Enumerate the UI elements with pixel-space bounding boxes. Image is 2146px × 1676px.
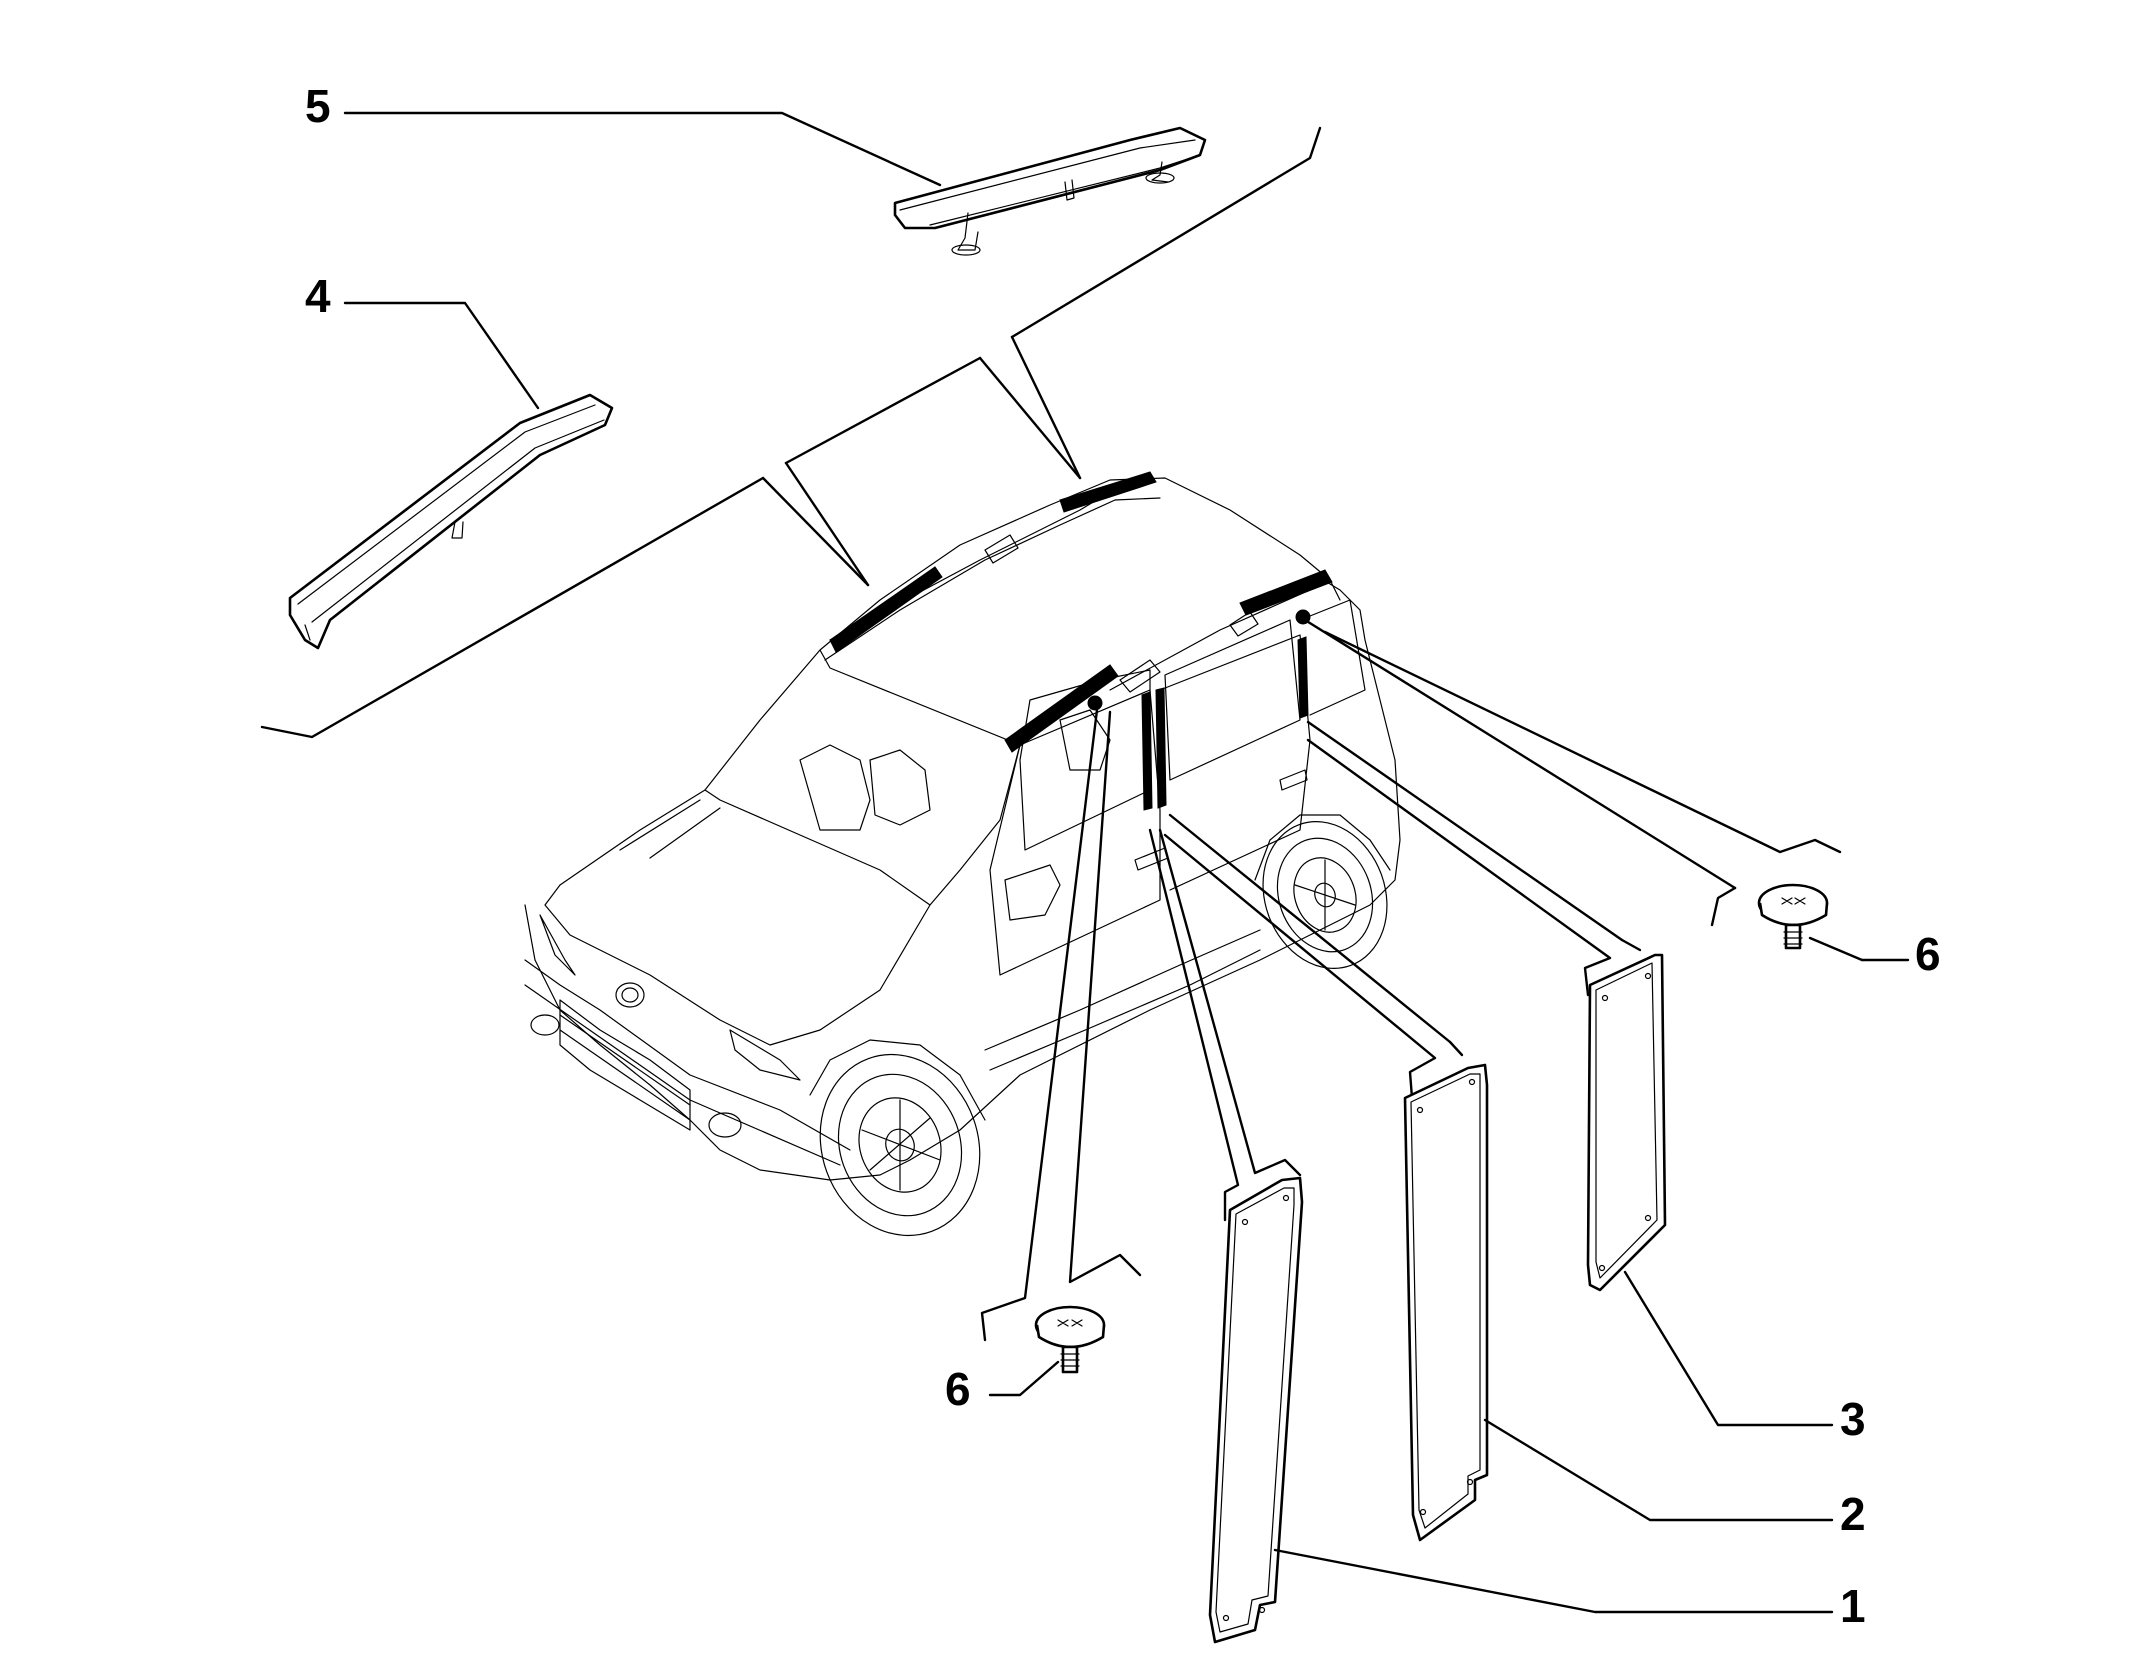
- callout-3: 3: [1840, 1393, 1866, 1445]
- callout-6-left: 6: [945, 1363, 971, 1415]
- leader-lines: [260, 126, 1842, 1342]
- callout-5: 5: [305, 80, 331, 132]
- callout-labels: 5 4 6 3 2 1 6: [305, 80, 1941, 1632]
- callout-6-right: 6: [1915, 928, 1941, 980]
- part-3-pillar-trim: [1586, 953, 1667, 1292]
- car-bonnet: [544, 789, 931, 1046]
- callout-4: 4: [305, 270, 331, 322]
- car-badge: [615, 982, 645, 1008]
- part-5-roof-rail-cover-front: [893, 126, 1207, 256]
- car-headlight-left: [539, 914, 576, 976]
- car-illustration: [524, 477, 1401, 1237]
- car-front-wheel: [819, 1053, 981, 1237]
- callout-1: 1: [1840, 1580, 1866, 1632]
- part-2-pillar-trim: [1403, 1063, 1489, 1542]
- installed-rail-markers: [829, 471, 1333, 811]
- part-6-fastener-left: [1034, 1305, 1106, 1374]
- car-rear-wheel: [1262, 820, 1388, 970]
- car-body-outline: [524, 574, 1401, 1181]
- part-4-roof-rail-cover-rear: [288, 393, 614, 650]
- car-roof-rail-right: [1109, 589, 1311, 691]
- part-6-fastener-right: [1757, 883, 1829, 950]
- callout-leaders: [343, 111, 1910, 1614]
- car-mirror: [1004, 864, 1061, 921]
- part-1-pillar-trim: [1208, 1176, 1304, 1644]
- car-headlight-right: [729, 1029, 801, 1081]
- fastener-dot-front: [1087, 695, 1103, 711]
- car-rear-door: [1159, 634, 1311, 891]
- car-windscreen: [704, 649, 1021, 906]
- callout-2: 2: [1840, 1488, 1866, 1540]
- car-grille: [559, 999, 691, 1131]
